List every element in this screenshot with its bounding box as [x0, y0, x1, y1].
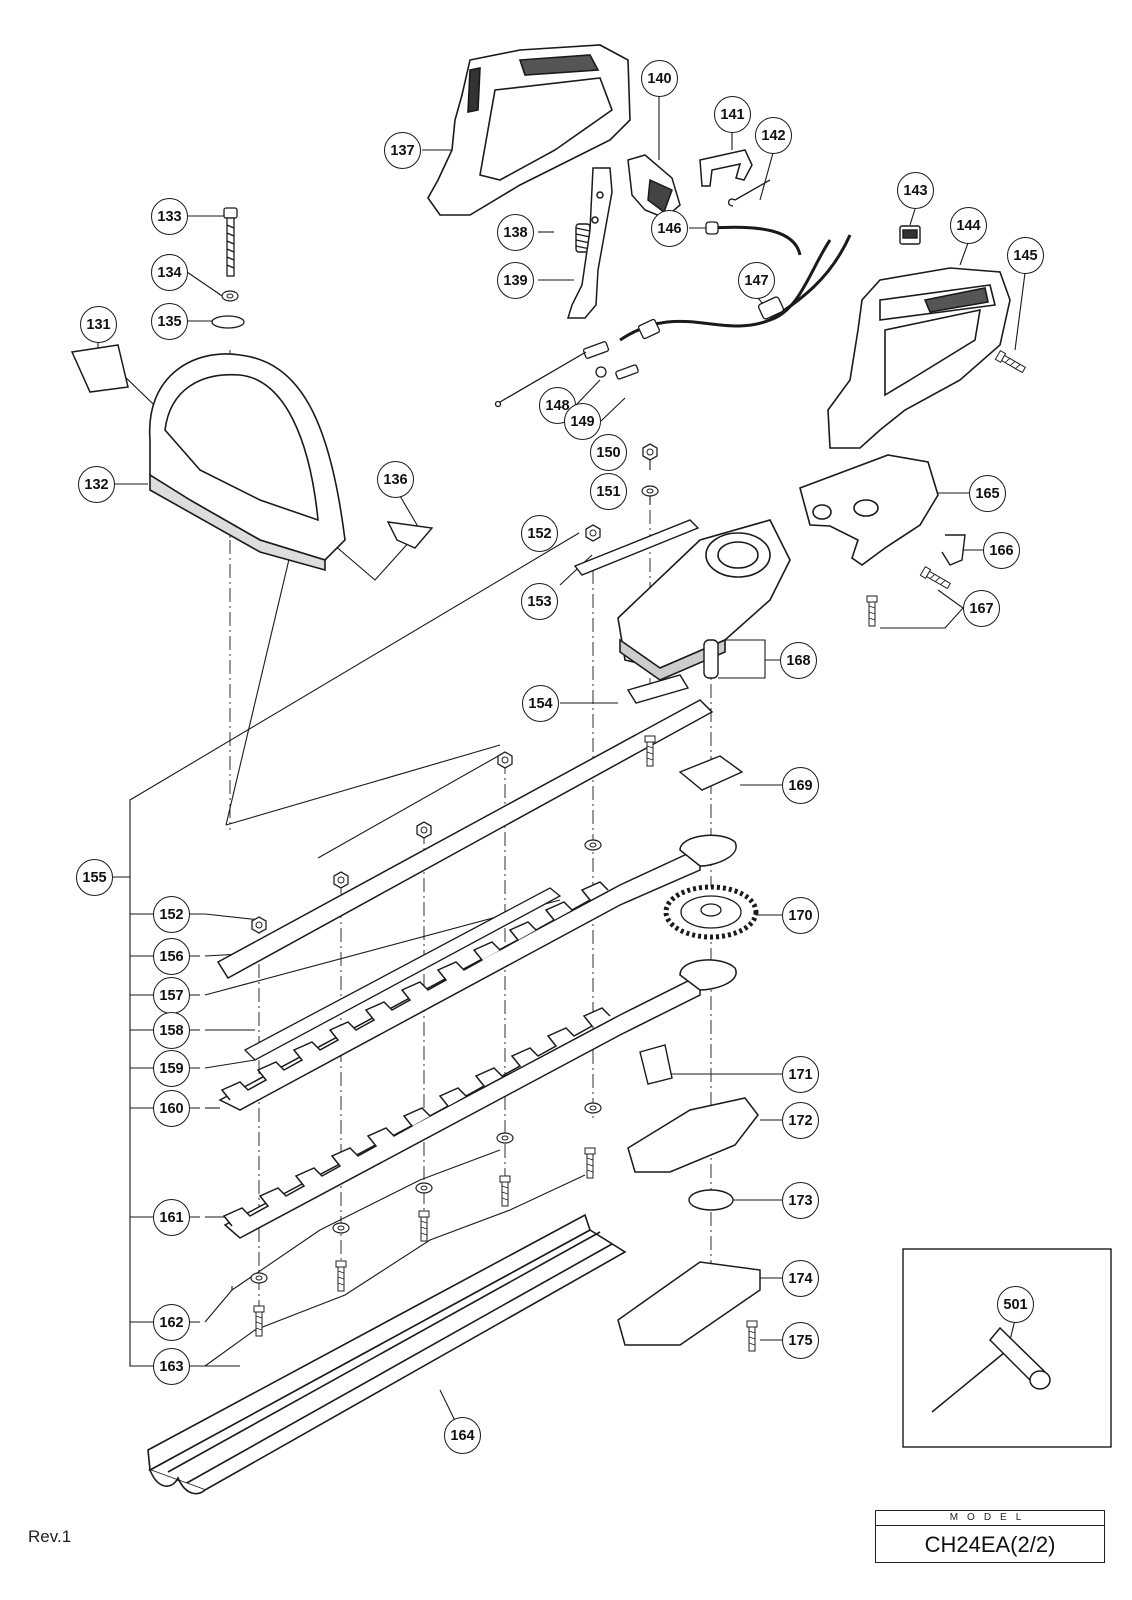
wrench-tool-part: [931, 1326, 1051, 1413]
callout-141: 141: [714, 96, 751, 133]
callout-154: 154: [522, 685, 559, 722]
callout-170: 170: [782, 897, 819, 934]
callout-171: 171: [782, 1056, 819, 1093]
label-sticker-part-small: [386, 521, 434, 549]
callout-149: 149: [564, 403, 601, 440]
callout-158: 158: [153, 1012, 190, 1049]
gear-case-part: [617, 519, 791, 681]
large-washer-part: [211, 315, 245, 329]
callout-142: 142: [755, 117, 792, 154]
callout-174: 174: [782, 1260, 819, 1297]
gear-cover-part: [799, 454, 939, 566]
callout-169: 169: [782, 767, 819, 804]
callout-157: 157: [153, 977, 190, 1014]
lever-part: [566, 167, 613, 319]
square-plate-part: [678, 755, 744, 791]
small-spring-part: [728, 179, 771, 207]
callout-151: 151: [590, 473, 627, 510]
callout-136: 136: [377, 461, 414, 498]
callout-156: 156: [153, 938, 190, 975]
accessory-box: [902, 1248, 1112, 1448]
spacer-bar-part: [243, 887, 562, 1061]
switch-part: [899, 225, 921, 245]
callout-153: 153: [521, 583, 558, 620]
callout-155: 155: [76, 859, 113, 896]
callout-146: 146: [651, 210, 688, 247]
callout-164: 164: [444, 1417, 481, 1454]
pin-part: [703, 639, 719, 679]
callout-134: 134: [151, 254, 188, 291]
rear-handle-part: [427, 44, 631, 216]
label-sticker-part: [70, 344, 129, 393]
bolt-part: [223, 207, 238, 277]
callout-139: 139: [497, 262, 534, 299]
callout-152-top: 152: [521, 515, 558, 552]
front-handle-part: [827, 267, 1011, 449]
thrust-washer-part: [688, 1189, 734, 1211]
spacer-part: [626, 674, 690, 704]
callout-167: 167: [963, 590, 1000, 627]
callout-501: 501: [997, 1286, 1034, 1323]
block-part: [639, 1044, 673, 1085]
callout-160: 160: [153, 1090, 190, 1127]
long-bar-part: [216, 699, 714, 979]
model-caption: MODEL: [876, 1511, 1104, 1526]
drive-gear-part: [663, 884, 759, 940]
revision-label: Rev.1: [28, 1527, 72, 1546]
callout-168: 168: [780, 642, 817, 679]
callout-162: 162: [153, 1304, 190, 1341]
callout-144: 144: [950, 207, 987, 244]
callout-137: 137: [384, 132, 421, 169]
callout-131: 131: [80, 306, 117, 343]
lower-blade-part: [222, 959, 737, 1239]
callout-140: 140: [641, 60, 678, 97]
model-box: MODEL CH24EA(2/2): [875, 1510, 1105, 1563]
upper-blade-part: [218, 834, 737, 1111]
bottom-cover-part: [617, 1261, 761, 1346]
callout-159: 159: [153, 1050, 190, 1087]
callout-172: 172: [782, 1102, 819, 1139]
callout-165: 165: [969, 475, 1006, 512]
callout-143: 143: [897, 172, 934, 209]
model-value: CH24EA(2/2): [924, 1532, 1056, 1557]
hand-guard-part: [148, 353, 346, 572]
callout-161: 161: [153, 1199, 190, 1236]
clip-part: [941, 534, 966, 566]
callout-133: 133: [151, 198, 188, 235]
callout-138: 138: [497, 214, 534, 251]
callout-166: 166: [983, 532, 1020, 569]
callout-135: 135: [151, 303, 188, 340]
callout-145: 145: [1007, 237, 1044, 274]
guide-plate-part: [573, 519, 700, 576]
lock-lever-part: [699, 149, 753, 187]
callout-132: 132: [78, 466, 115, 503]
cable-connectors: [494, 221, 785, 408]
callout-150: 150: [590, 434, 627, 471]
callout-147: 147: [738, 262, 775, 299]
gasket-part: [627, 1097, 759, 1173]
callout-175: 175: [782, 1322, 819, 1359]
callout-163: 163: [153, 1348, 190, 1385]
callout-152-bottom: 152: [153, 896, 190, 933]
callout-173: 173: [782, 1182, 819, 1219]
blade-sheath-part: [147, 1213, 627, 1495]
